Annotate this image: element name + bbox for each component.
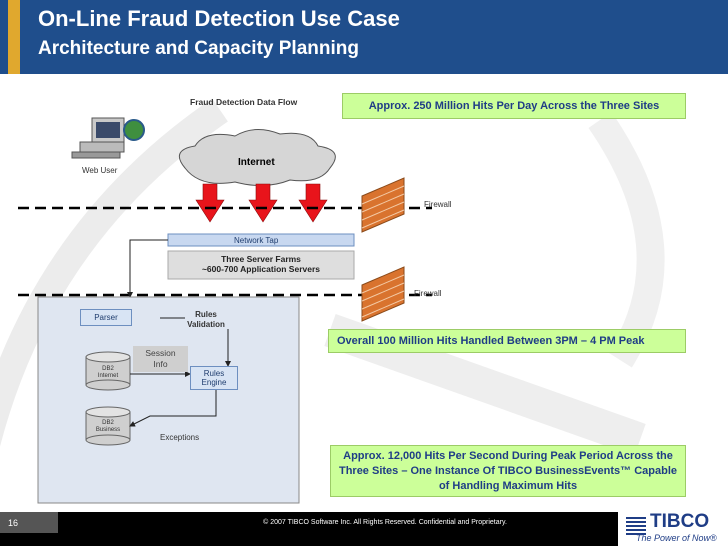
db2-internet-cylinder [85, 351, 131, 391]
rules-engine-line1: Rules [203, 369, 225, 378]
traffic-arrows [195, 183, 328, 223]
internet-cloud [178, 129, 336, 186]
db2-business-line2: Business [95, 427, 121, 433]
rules-validation-label: Rules Validation [180, 310, 232, 330]
computer-icon [71, 117, 145, 159]
firewall-icon [361, 266, 405, 322]
session-info-line1: Session [145, 348, 176, 358]
db2-business-label: DB2 Business [87, 420, 129, 434]
rules-validation-line1: Rules [195, 310, 217, 319]
session-info-line2: Info [153, 359, 168, 369]
rules-engine-line2: Engine [201, 378, 227, 387]
rules-validation-line2: Validation [187, 320, 225, 329]
firewall-label-top: Firewall [424, 200, 452, 209]
firewall-icon [361, 177, 405, 233]
title-bar [0, 0, 728, 74]
callout-peak-hits: Overall 100 Million Hits Handled Between… [328, 329, 686, 353]
server-farms-bar [167, 250, 355, 280]
slide-subtitle: Architecture and Capacity Planning [38, 38, 359, 59]
copyright-text: © 2007 TIBCO Software Inc. All Rights Re… [263, 519, 507, 526]
web-user-label: Web User [82, 166, 118, 175]
tibco-tagline: The Power of Now® [636, 533, 717, 543]
db2-business-cylinder [85, 406, 131, 446]
callout-hits-per-day: Approx. 250 Million Hits Per Day Across … [342, 93, 686, 119]
firewall-label-bottom: Firewall [414, 289, 442, 298]
internet-label: Internet [238, 157, 275, 168]
slide-title: On-Line Fraud Detection Use Case [38, 6, 400, 31]
footer-bar [0, 512, 728, 546]
db2-internet-line2: Internet [97, 373, 119, 379]
db2-internet-label: DB2 Internet [87, 366, 129, 380]
callout-hits-per-second: Approx. 12,000 Hits Per Second During Pe… [330, 445, 686, 497]
network-tap-label: Network Tap [234, 236, 279, 245]
exceptions-label: Exceptions [160, 433, 200, 442]
parser-box: Parser [80, 309, 132, 326]
watermark-swoosh [0, 98, 228, 447]
server-farms-label: Three Server Farms ~600-700 Application … [168, 254, 354, 274]
server-farms-line1: Three Server Farms [221, 254, 301, 264]
tibco-logo-icon [626, 517, 646, 535]
server-farms-line2: ~600-700 Application Servers [201, 264, 321, 274]
session-info-box: Session Info [133, 346, 188, 372]
processing-panel [37, 296, 300, 504]
watermark-swoosh [588, 112, 665, 368]
db2-internet-line1: DB2 [102, 366, 114, 372]
title-accent-bar [8, 0, 20, 74]
slide-number: 16 [0, 512, 58, 533]
rules-engine-box: Rules Engine [190, 366, 238, 390]
flow-title: Fraud Detection Data Flow [190, 97, 298, 107]
tibco-logo: TIBCO [650, 511, 710, 532]
db2-business-line1: DB2 [102, 420, 114, 426]
